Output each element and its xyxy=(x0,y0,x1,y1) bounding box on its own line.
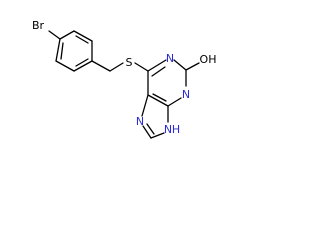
bond-n1-c2 xyxy=(173,59,187,71)
atom-bromine: Br xyxy=(32,19,45,32)
bond-c5-n7 xyxy=(141,94,149,117)
bond-n3-c4 xyxy=(167,97,182,107)
bond-c4-c5 xyxy=(147,94,169,107)
bond-benzene-4 xyxy=(73,60,93,72)
bond-benzene-6 xyxy=(55,38,61,62)
bond-br-c xyxy=(48,30,61,40)
bond-c2-oh xyxy=(185,62,200,71)
atom-n9-hydrogen: H xyxy=(172,123,180,136)
bond-ring-ch2 xyxy=(91,60,111,72)
bond-n7-c8-double xyxy=(146,123,155,135)
bond-benzene-2 xyxy=(73,30,93,42)
atom-sulfur: S xyxy=(126,56,133,69)
bond-c4-c5-double xyxy=(152,93,167,102)
bond-c8-n9 xyxy=(150,132,165,139)
bond-layer xyxy=(48,30,200,139)
bond-benzene-double-3 xyxy=(60,42,64,60)
atom-n7: N xyxy=(136,115,144,128)
bond-benzene-5 xyxy=(55,60,75,72)
bond-s-c6 xyxy=(134,62,149,72)
bond-benzene-double-2 xyxy=(75,58,89,67)
bond-ch2-s xyxy=(109,62,124,72)
bond-n7-c8 xyxy=(142,125,152,139)
bond-benzene-double-1 xyxy=(75,35,89,44)
atom-n3: N xyxy=(182,88,190,101)
bond-benzene-1 xyxy=(59,30,75,40)
bond-c6-n1-double xyxy=(151,66,166,77)
atom-label-layer: Br S N N N N H OH xyxy=(32,19,217,136)
atom-hydroxyl: OH xyxy=(200,53,217,66)
bond-c6-n1 xyxy=(147,59,167,72)
atom-n1: N xyxy=(166,52,174,65)
molecule-structure: Br S N N N N H OH xyxy=(32,19,217,139)
atom-n9: N xyxy=(164,123,172,136)
